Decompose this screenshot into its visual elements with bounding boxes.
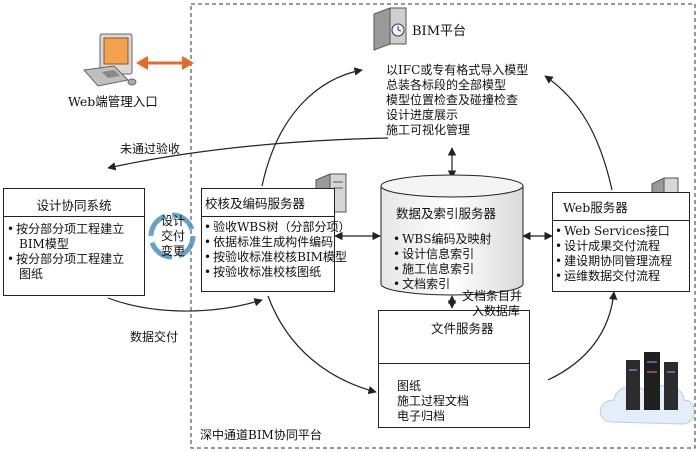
bim-item: 施工可视化管理 xyxy=(386,123,471,137)
file-item: 施工过程文档 xyxy=(397,394,470,408)
web-item: 设计成果交付流程 xyxy=(555,239,672,254)
web-item: Web Services接口 xyxy=(555,224,672,239)
web-server-box: Web服务器 Web Services接口 设计成果交付流程 建设期协同管理流程… xyxy=(552,192,690,292)
review-item: 依据标准生成构件编码 xyxy=(204,235,350,250)
web-entry-label: Web端管理入口 xyxy=(68,94,158,109)
file-server-box: 文件服务器 图纸 施工过程文档 电子归档 xyxy=(378,310,530,428)
platform-label: 深中通道BIM协同平台 xyxy=(200,428,322,442)
review-server-title: 校核及编码服务器 xyxy=(205,196,306,211)
cycle-icon xyxy=(148,212,196,260)
review-server-box: 校核及编码服务器 验收WBS树（分部分项） 依据标准生成构件编码 按验收标准校核… xyxy=(201,188,350,292)
review-item: 验收WBS树（分部分项） xyxy=(204,220,350,235)
file-server-title: 文件服务器 xyxy=(431,321,494,336)
web-item: 建设期协同管理流程 xyxy=(555,254,672,269)
arc-file-to-web xyxy=(547,291,618,381)
file-item: 图纸 xyxy=(397,379,422,393)
index-server-items: WBS编码及映射 设计信息索引 施工信息索引 文档索引 xyxy=(393,232,491,292)
cycle-word: 变更 xyxy=(160,244,185,258)
index-item: 文档索引 xyxy=(393,277,491,292)
index-item: WBS编码及映射 xyxy=(393,232,491,247)
doc-entry-line: 入数据库 xyxy=(472,304,521,318)
bim-item: 总装各标段的全部模型 xyxy=(386,78,507,92)
label-data-delivery: 数据交付 xyxy=(130,330,179,344)
arc-web-to-bim xyxy=(544,75,613,191)
review-item: 按验收标准校核图纸 xyxy=(204,265,350,280)
cloud-servers-icon xyxy=(599,352,695,425)
index-server-title: 数据及索引服务器 xyxy=(396,206,497,221)
label-doc-entry: 文档条目并 入数据库 xyxy=(462,289,522,319)
file-item: 电子归档 xyxy=(397,409,446,423)
doc-entry-line: 文档条目并 xyxy=(462,289,523,303)
bim-item: 以IFC或专有格式导入模型 xyxy=(386,63,529,77)
arc-review-to-file xyxy=(267,295,377,395)
design-item: 按分部分项工程建立 xyxy=(7,222,124,237)
arc-bim-to-design xyxy=(107,137,389,171)
computer-icon xyxy=(83,33,137,87)
design-item: 图纸 xyxy=(19,267,44,281)
bim-item: 设计进度展示 xyxy=(386,108,459,122)
label-not-passed: 未通过验收 xyxy=(120,142,181,156)
design-item: BIM模型 xyxy=(19,237,69,251)
cycle-label: 设计 交付 变更 xyxy=(160,214,186,259)
design-system-box: 设计协同系统 按分部分项工程建立 BIM模型 按分部分项工程建立 图纸 xyxy=(3,188,145,296)
design-system-title: 设计协同系统 xyxy=(36,198,112,213)
cycle-word: 交付 xyxy=(160,229,185,243)
bim-item: 模型位置检查及碰撞检查 xyxy=(386,93,519,107)
server-clock-icon xyxy=(373,7,407,51)
index-item: 施工信息索引 xyxy=(393,262,491,277)
bim-platform-title: BIM平台 xyxy=(412,24,466,39)
web-server-title: Web服务器 xyxy=(563,200,628,215)
arc-design-to-review xyxy=(107,297,263,312)
cycle-word: 设计 xyxy=(160,214,185,228)
design-item: 按分部分项工程建立 xyxy=(7,252,124,267)
index-item: 设计信息索引 xyxy=(393,247,491,262)
arc-review-to-bim xyxy=(261,67,363,187)
review-item: 按验收标准校核BIM模型 xyxy=(204,250,350,265)
web-item: 运维数据交付流程 xyxy=(555,269,672,284)
bim-platform-items: 以IFC或专有格式导入模型 总装各标段的全部模型 模型位置检查及碰撞检查 设计进… xyxy=(386,63,528,138)
